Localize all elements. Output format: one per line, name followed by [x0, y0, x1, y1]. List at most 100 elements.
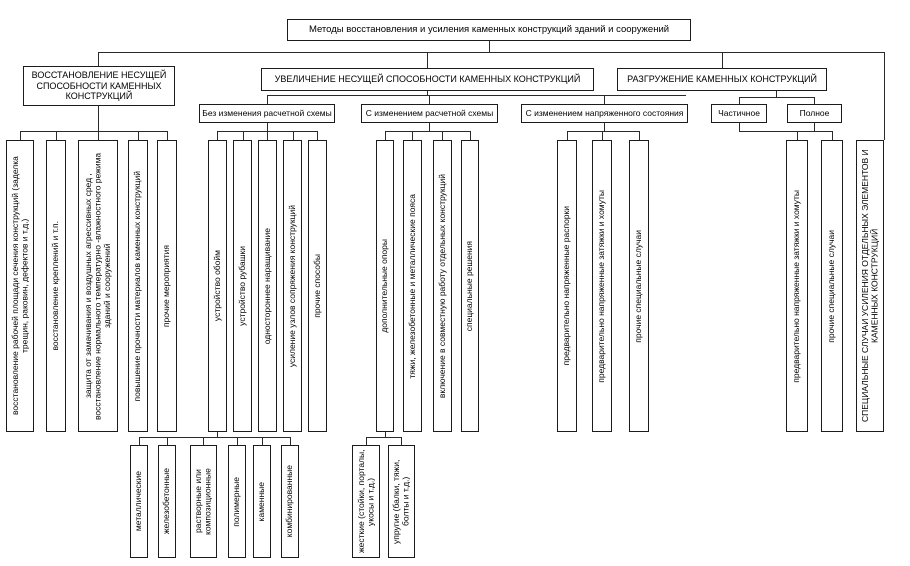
leaf-other-ways: прочие способы	[308, 140, 327, 432]
leaf-prestressed-struts: предварительно напряженные распорки	[557, 140, 577, 432]
leaf-type-reinforced-concrete: железобетонные	[158, 445, 176, 558]
leaf-label: защита от замачивания и воздушных агресс…	[82, 152, 112, 420]
leaf-label: повышение прочности материалов каменных …	[132, 170, 143, 402]
connector	[567, 131, 639, 132]
node-unloading-full: Полное	[787, 104, 842, 123]
leaf-label: усиление узлов сопряжения конструкций	[286, 204, 297, 368]
leaf-label: растворные или композиционные	[193, 468, 213, 535]
connector	[401, 437, 402, 445]
leaf-label: прочие специальные случаи	[633, 229, 644, 343]
connector	[366, 437, 401, 438]
connector	[366, 437, 367, 445]
leaf-type-rigid-supports: жесткие (стойки, порталы, укосы и т.д.)	[352, 445, 380, 558]
connector	[604, 123, 605, 131]
leaf-label: устройство обойм	[211, 250, 222, 322]
connector	[489, 41, 490, 52]
leaf-label: полимерные	[231, 476, 242, 527]
connector	[567, 131, 568, 140]
connector	[290, 437, 291, 445]
leaf-label: предварительно напряженные затяжки и хом…	[596, 189, 607, 383]
leaf-label: восстановление креплений и т.п.	[50, 221, 61, 351]
node-unloading: РАЗГРУЖЕНИЕ КАМЕННЫХ КОНСТРУКЦИЙ	[617, 68, 827, 91]
leaf-label: комбинированные	[284, 465, 295, 538]
node-increase-bearing-capacity: УВЕЛИЧЕНИЕ НЕСУЩЕЙ СПОСОБНОСТИ КАМЕННЫХ …	[261, 68, 594, 91]
connector	[832, 131, 833, 140]
leaf-label: железобетонные	[161, 468, 172, 535]
leaf-joint-strengthening: усиление узлов сопряжения конструкций	[283, 140, 302, 432]
connector	[739, 97, 740, 104]
leaf-increase-material-strength: повышение прочности материалов каменных …	[128, 140, 148, 432]
leaf-label: дополнительные опоры	[379, 239, 390, 333]
leaf-type-masonry: каменные	[253, 445, 271, 558]
connector	[167, 437, 168, 445]
connector	[56, 131, 57, 140]
leaf-jackets: устройство рубашки	[233, 140, 252, 432]
connector	[217, 432, 218, 437]
connector	[429, 123, 430, 131]
leaf-label: металлические	[133, 471, 144, 532]
leaf-joint-work-inclusion: включение в совместную работу отдельных …	[433, 140, 452, 432]
leaf-label: устройство рубашки	[236, 246, 247, 326]
connector	[237, 437, 238, 445]
leaf-label: включение в совместную работу отдельных …	[436, 173, 447, 399]
leaf-label: предварительно напряженные затяжки и хом…	[791, 189, 802, 383]
leaf-label: тяжи, железобетонные и металлические поя…	[406, 193, 417, 379]
connector	[267, 95, 268, 104]
connector	[884, 52, 885, 140]
connector	[385, 131, 386, 140]
connector	[262, 437, 263, 445]
connector	[98, 52, 885, 53]
leaf-special-solutions: специальные решения	[461, 140, 479, 432]
node-no-scheme-change: Без изменения расчетной схемы	[199, 104, 335, 123]
leaf-type-polymer: полимерные	[228, 445, 246, 558]
leaf-type-combined: комбинированные	[281, 445, 299, 558]
connector	[98, 52, 99, 66]
connector	[167, 131, 168, 140]
leaf-special-strengthening-cases: СПЕЦИАЛЬНЫЕ СЛУЧАИ УСИЛЕНИЯ ОТДЕЛЬНЫХ ЭЛ…	[856, 140, 884, 432]
connector	[98, 106, 99, 131]
connector	[776, 91, 777, 97]
leaf-type-mortar-composite: растворные или композиционные	[190, 445, 217, 558]
connector	[814, 97, 815, 104]
connector	[470, 131, 471, 140]
connector	[267, 131, 268, 140]
connector	[20, 131, 21, 140]
connector	[429, 95, 430, 104]
connector	[722, 52, 723, 68]
connector	[442, 131, 443, 140]
connector	[217, 131, 218, 140]
leaf-one-side-buildup: одностороннее наращивание	[258, 140, 277, 432]
node-restore-bearing-capacity: ВОССТАНОВЛЕНИЕ НЕСУЩЕЙ СПОСОБНОСТИ КАМЕН…	[23, 66, 175, 106]
connector	[639, 131, 640, 140]
connector	[139, 437, 290, 438]
connector	[427, 52, 428, 68]
leaf-other-special-cases: прочие специальные случаи	[629, 140, 649, 432]
node-methods-root: Методы восстановления и усиления каменны…	[287, 19, 691, 41]
leaf-casings: устройство обойм	[208, 140, 227, 432]
connector	[814, 123, 815, 131]
node-scheme-change: С изменением расчетной схемы	[361, 104, 498, 123]
connector	[203, 437, 204, 445]
connector	[139, 437, 140, 445]
leaf-additional-supports: дополнительные опоры	[376, 140, 394, 432]
connector	[385, 131, 470, 132]
leaf-other-measures: прочие мероприятия	[157, 140, 177, 432]
leaf-label: прочие способы	[311, 254, 322, 318]
leaf-label: одностороннее наращивание	[261, 227, 272, 345]
connector	[138, 131, 139, 140]
leaf-type-elastic-supports: упругие (балки, тяжи, болты и т.д.)	[388, 445, 415, 558]
connector	[20, 131, 167, 132]
connector	[267, 123, 268, 131]
node-unloading-partial: Частичное	[711, 104, 767, 123]
connector	[739, 97, 815, 98]
connector	[427, 91, 428, 95]
connector	[739, 123, 740, 131]
connector	[385, 432, 386, 437]
leaf-restore-section-area: восстановление рабочей площади сечения к…	[6, 140, 34, 432]
connector	[293, 131, 294, 140]
leaf-label: специальные решения	[464, 240, 475, 332]
leaf-label: СПЕЦИАЛЬНЫЕ СЛУЧАИ УСИЛЕНИЯ ОТДЕЛЬНЫХ ЭЛ…	[859, 149, 880, 423]
connector	[267, 95, 686, 96]
connector	[604, 95, 605, 104]
node-stress-state-change: С изменением напряженного состояния	[521, 104, 688, 123]
